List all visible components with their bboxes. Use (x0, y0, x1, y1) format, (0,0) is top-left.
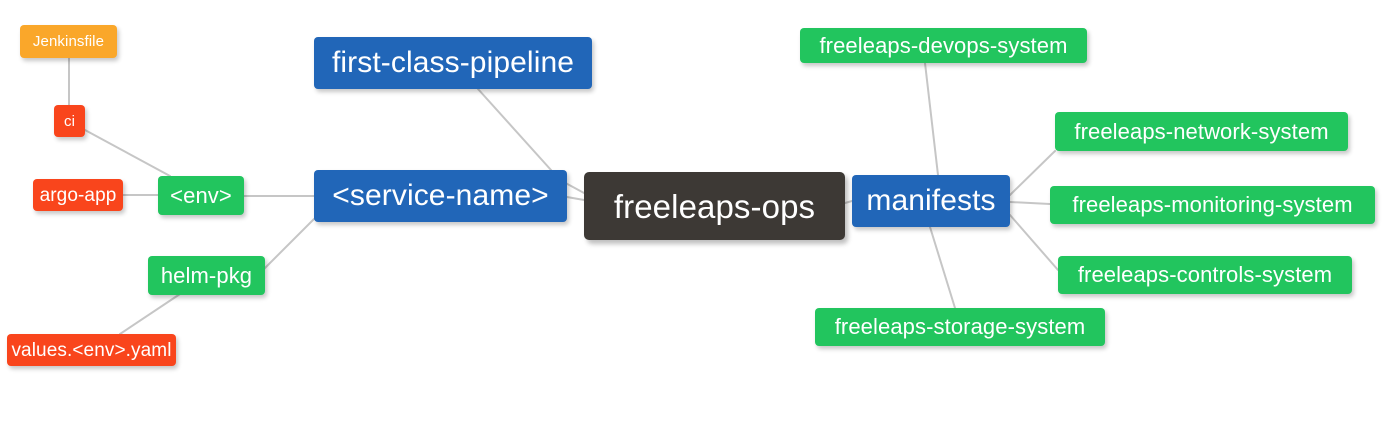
mindmap-node-label: Jenkinsfile (32, 33, 105, 50)
mindmap-node-jenkinsfile[interactable]: Jenkinsfile (20, 25, 117, 58)
mindmap-node-network[interactable]: freeleaps-network-system (1055, 112, 1348, 151)
mindmap-edge-manifests-to-devops (924, 62, 939, 176)
mindmap-node-manifests[interactable]: manifests (852, 175, 1010, 227)
mindmap-node-label: manifests (866, 184, 996, 217)
mindmap-node-helm[interactable]: helm-pkg (148, 256, 265, 295)
mindmap-node-label: first-class-pipeline (331, 46, 575, 79)
mindmap-node-label: ci (63, 112, 76, 130)
mindmap-node-root[interactable]: freeleaps-ops (584, 172, 845, 240)
mindmap-edge-helm-to-values (119, 293, 181, 335)
mindmap-node-monitoring[interactable]: freeleaps-monitoring-system (1050, 186, 1375, 224)
mindmap-node-label: freeleaps-controls-system (1077, 262, 1333, 287)
mindmap-edge-service-to-helm (263, 218, 315, 270)
mindmap-edge-root-to-manifests (844, 200, 853, 204)
mindmap-node-label: freeleaps-network-system (1074, 118, 1329, 144)
mindmap-node-label: freeleaps-monitoring-system (1072, 192, 1353, 217)
mindmap-edge-root-to-service (566, 196, 585, 201)
mindmap-node-label: <env> (170, 182, 232, 208)
mindmap-edge-manifests-to-storage (929, 226, 956, 309)
mindmap-node-label: freeleaps-ops (613, 187, 816, 225)
mindmap-node-storage[interactable]: freeleaps-storage-system (815, 308, 1105, 346)
mindmap-node-label: <service-name> (332, 179, 549, 212)
mindmap-node-argo[interactable]: argo-app (33, 179, 123, 211)
mindmap-node-label: values.<env>.yaml (11, 339, 172, 361)
mindmap-node-service[interactable]: <service-name> (314, 170, 567, 222)
mindmap-node-pipeline[interactable]: first-class-pipeline (314, 37, 592, 89)
mindmap-node-env[interactable]: <env> (158, 176, 244, 215)
mindmap-node-label: helm-pkg (160, 262, 253, 288)
mindmap-node-devops[interactable]: freeleaps-devops-system (800, 28, 1087, 63)
mindmap-node-values[interactable]: values.<env>.yaml (7, 334, 176, 366)
mindmap-node-ci[interactable]: ci (54, 105, 85, 137)
mindmap-edge-env-to-ci (84, 129, 171, 177)
mindmap-node-label: freeleaps-storage-system (834, 314, 1086, 339)
mindmap-node-controls[interactable]: freeleaps-controls-system (1058, 256, 1352, 294)
mindmap-edge-manifests-to-network (1009, 150, 1056, 196)
mindmap-node-label: freeleaps-devops-system (819, 32, 1068, 58)
mindmap-node-label: argo-app (39, 184, 117, 206)
mindmap-edge-manifests-to-monitoring (1009, 201, 1051, 205)
